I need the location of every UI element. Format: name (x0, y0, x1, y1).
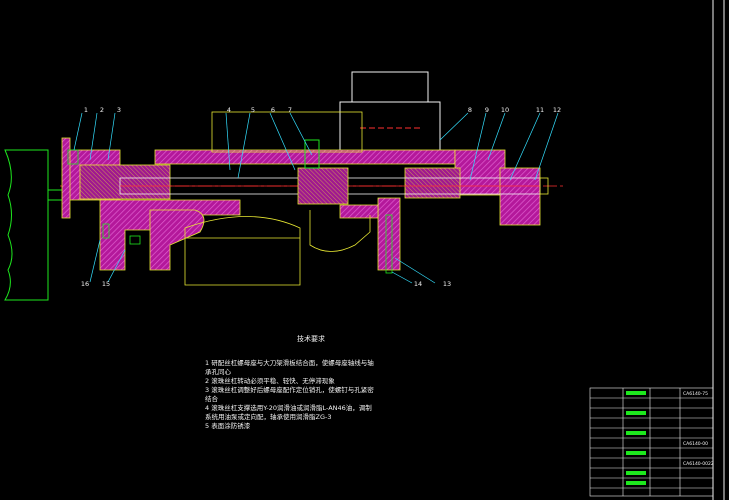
title-block-fills (626, 391, 646, 485)
tech-line-5: 结合 (205, 395, 218, 403)
tech-line-1: 1 研配丝杠螺母座与大刀架滑板结合面，使螺母座轴线与轴 (205, 359, 374, 367)
part-label-16: 16 (81, 280, 89, 288)
section-fills (61, 111, 541, 271)
title-block-text: CA6140-75 CA6140-00 CA6140-0022 (683, 391, 714, 467)
part-label-7: 7 (288, 106, 292, 114)
part-label-5: 5 (251, 106, 255, 114)
title-block (589, 387, 714, 497)
headstock-outline (4, 149, 62, 301)
tech-line-4: 3 滚珠丝杠调整好后螺母座配作定位销孔，使螺钉与孔紧密 (205, 386, 374, 394)
screw-nut (297, 139, 349, 205)
drawing-frame (712, 0, 725, 500)
tech-line-2: 承孔同心 (205, 368, 231, 376)
tech-line-7: 系统用油泵或定向配，轴承使用润滑脂ZG-3 (205, 413, 332, 421)
code-bottom: CA6140-0022 (683, 461, 714, 467)
code-top: CA6140-00 (683, 441, 708, 447)
part-label-6: 6 (271, 106, 275, 114)
part-label-1: 1 (84, 106, 88, 114)
part-label-9: 9 (485, 106, 489, 114)
part-label-15: 15 (102, 280, 110, 288)
part-label-2: 2 (100, 106, 104, 114)
leader-lines (73, 112, 559, 284)
tech-line-3: 2 滚珠丝杠转动必须平稳、轻快、无停滞现象 (205, 377, 335, 385)
part-label-13: 13 (443, 280, 451, 288)
part-label-10: 10 (501, 106, 509, 114)
part-label-3: 3 (117, 106, 121, 114)
tech-line-8: 5 表面涂防锈漆 (205, 422, 251, 430)
bolts (67, 149, 393, 274)
part-labels: 1 2 3 4 5 6 7 8 9 10 11 12 13 14 15 16 (81, 106, 561, 288)
part-label-14: 14 (414, 280, 422, 288)
drawing-number: CA6140-75 (683, 391, 708, 397)
part-label-4: 4 (227, 106, 231, 114)
part-label-12: 12 (553, 106, 561, 114)
part-label-11: 11 (536, 106, 544, 114)
tech-line-6: 4 滚珠丝杠支撑选用Y-20润滑油或润滑脂L-AN46油，调制 (205, 404, 372, 412)
tech-requirements-title: 技术要求 (297, 335, 325, 343)
structure-outlines (184, 177, 549, 286)
part-label-8: 8 (468, 106, 472, 114)
